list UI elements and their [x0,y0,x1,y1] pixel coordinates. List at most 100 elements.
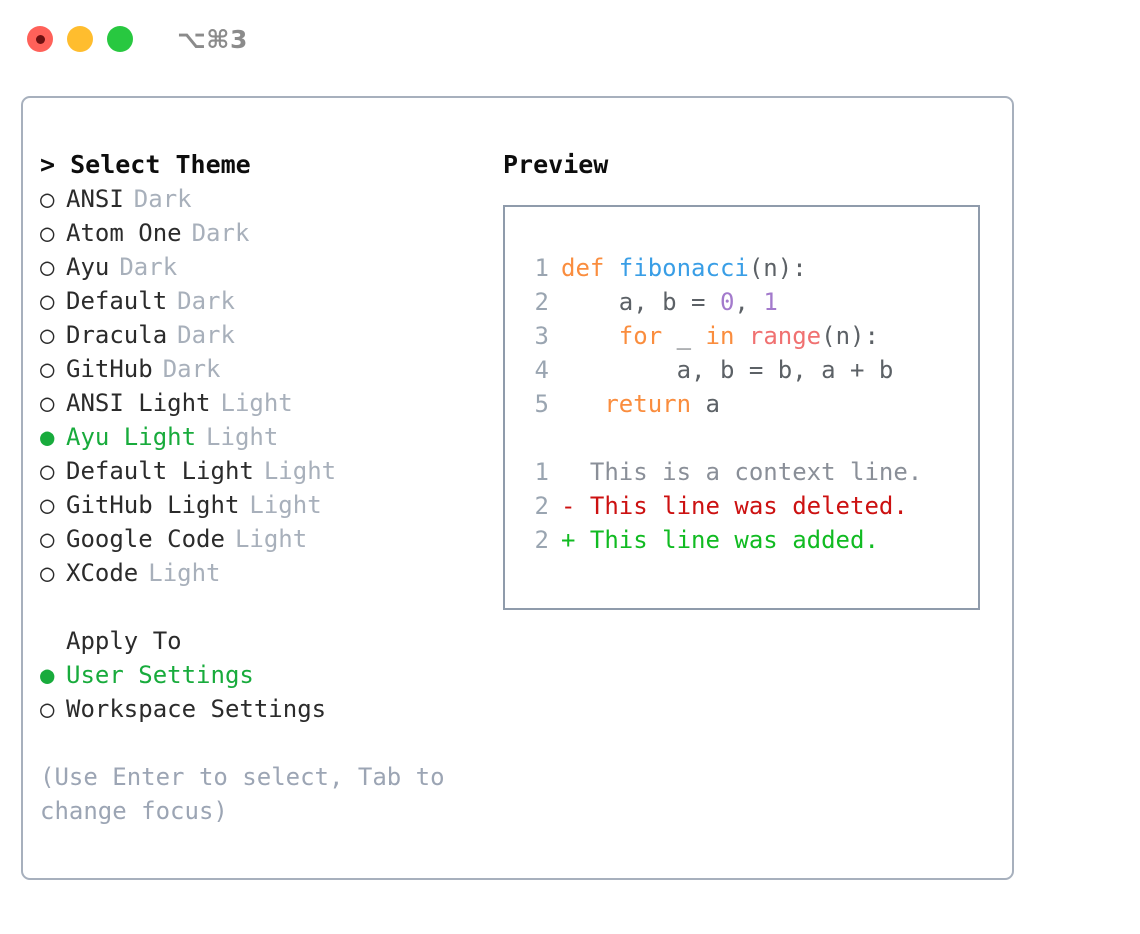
diff-line-ctx: 1 This is a context line. [523,455,978,489]
theme-variant-badge: Light [148,559,221,587]
theme-variant-badge: Dark [119,253,178,281]
apply-to-list[interactable]: ●User Settings ○ Workspace Settings [40,658,503,726]
theme-name: XCode [66,559,139,587]
code-token-kw: for [618,322,663,350]
diff-marker [561,458,575,486]
theme-option-google-code[interactable]: ○ Google Code Light [40,522,503,556]
radio-unselected-icon: ○ [40,219,55,247]
theme-name: Ayu [66,253,110,281]
code-token-plain: a, b = b, a + b [561,356,894,384]
theme-name: Default [66,287,168,315]
code-token-plain [561,322,619,350]
diff-text: This line was deleted. [575,492,908,520]
code-line: 2 a, b = 0, 1 [523,285,978,319]
theme-name: ANSI [66,185,124,213]
theme-option-ayu[interactable]: ○ Ayu Dark [40,250,503,284]
code-token-num: 1 [763,288,778,316]
radio-unselected-icon: ○ [40,389,55,417]
radio-unselected-icon: ○ [40,185,55,213]
diff-line-add: 2 + This line was added. [523,523,978,557]
line-number: 1 [534,458,549,486]
code-token-plain: (n): [821,322,879,350]
line-number: 2 [534,288,549,316]
theme-option-ansi[interactable]: ○ ANSI Dark [40,182,503,216]
code-token-fn: fibonacci [618,254,749,282]
theme-variant-badge: Dark [177,287,235,315]
diff-line-del: 2- This line was deleted. [523,489,978,523]
apply-to-name: Workspace Settings [66,695,327,723]
close-button-icon[interactable] [27,26,53,52]
theme-option-xcode[interactable]: ○ XCode Light [40,556,503,590]
theme-variant-badge: Dark [177,321,235,349]
diff-text: This line was added. [575,526,879,554]
diff-marker: - [561,492,576,520]
code-token-kw: in [705,322,735,350]
line-number: 2 [534,492,549,520]
radio-unselected-icon: ○ [40,695,55,723]
apply-to-name: User Settings [66,661,254,689]
theme-variant-badge: Light [220,389,293,417]
apply-to-heading: ○Apply To [40,624,503,658]
code-token-plain [734,322,748,350]
theme-name: Atom One [66,219,182,247]
code-line: 3 for _ in range(n): [523,319,978,353]
radio-unselected-icon: ○ [40,491,55,519]
line-number: 1 [534,254,549,282]
code-token-kw: def [561,254,619,282]
theme-name: Google Code [66,525,225,553]
diff-sample: 1 This is a context line.2- This line wa… [523,455,978,557]
radio-selected-icon: ● [40,423,55,451]
apply-to-label: Apply To [66,627,182,655]
theme-name: Ayu Light [66,423,197,451]
theme-variant-badge: Dark [133,185,192,213]
line-number: 2 [534,526,549,554]
code-token-num: 0 [719,288,735,316]
theme-variant-badge: Dark [191,219,250,247]
line-number: 5 [534,390,549,418]
theme-variant-badge: Light [249,491,322,519]
theme-option-atom-one[interactable]: ○ Atom One Dark [40,216,503,250]
radio-unselected-icon: ○ [40,253,55,281]
recording-dot-icon [35,34,45,44]
radio-unselected-icon: ○ [40,559,55,587]
code-token-plain: a, b = [561,288,720,316]
preview-title: Preview [503,150,609,179]
theme-option-default[interactable]: ○ Default Dark [40,284,503,318]
code-line: 4 a, b = b, a + b [523,353,978,387]
radio-unselected-icon: ○ [40,457,55,485]
title-bar: ⌥⌘3 [0,0,1140,78]
diff-marker: + [561,526,576,554]
zoom-button-icon[interactable] [107,26,133,52]
radio-unselected-icon: ○ [40,355,55,383]
code-token-kw: return [604,390,692,418]
theme-name: ANSI Light [66,389,211,417]
code-token-plain: (n): [748,254,807,282]
theme-option-ansi-light[interactable]: ○ ANSI Light Light [40,386,503,420]
theme-variant-badge: Light [234,525,308,553]
code-token-plain: a [691,390,720,418]
code-line: 1 def fibonacci(n): [523,251,978,285]
theme-name: GitHub [66,355,153,383]
theme-variant-badge: Light [263,457,337,485]
code-token-plain: , [734,288,764,316]
code-line: 5 return a [523,387,978,421]
minimize-button-icon[interactable] [67,26,93,52]
keyboard-shortcut-label: ⌥⌘3 [177,24,248,54]
radio-unselected-icon: ○ [40,525,55,553]
code-token-plain [561,390,604,418]
line-number: 4 [534,356,549,384]
apply-to-option-workspace-settings[interactable]: ○ Workspace Settings [40,692,503,726]
line-number: 3 [534,322,549,350]
window-controls [27,26,133,52]
apply-to-option-user-settings[interactable]: ●User Settings [40,658,503,692]
radio-unselected-icon: ○ [40,287,55,315]
